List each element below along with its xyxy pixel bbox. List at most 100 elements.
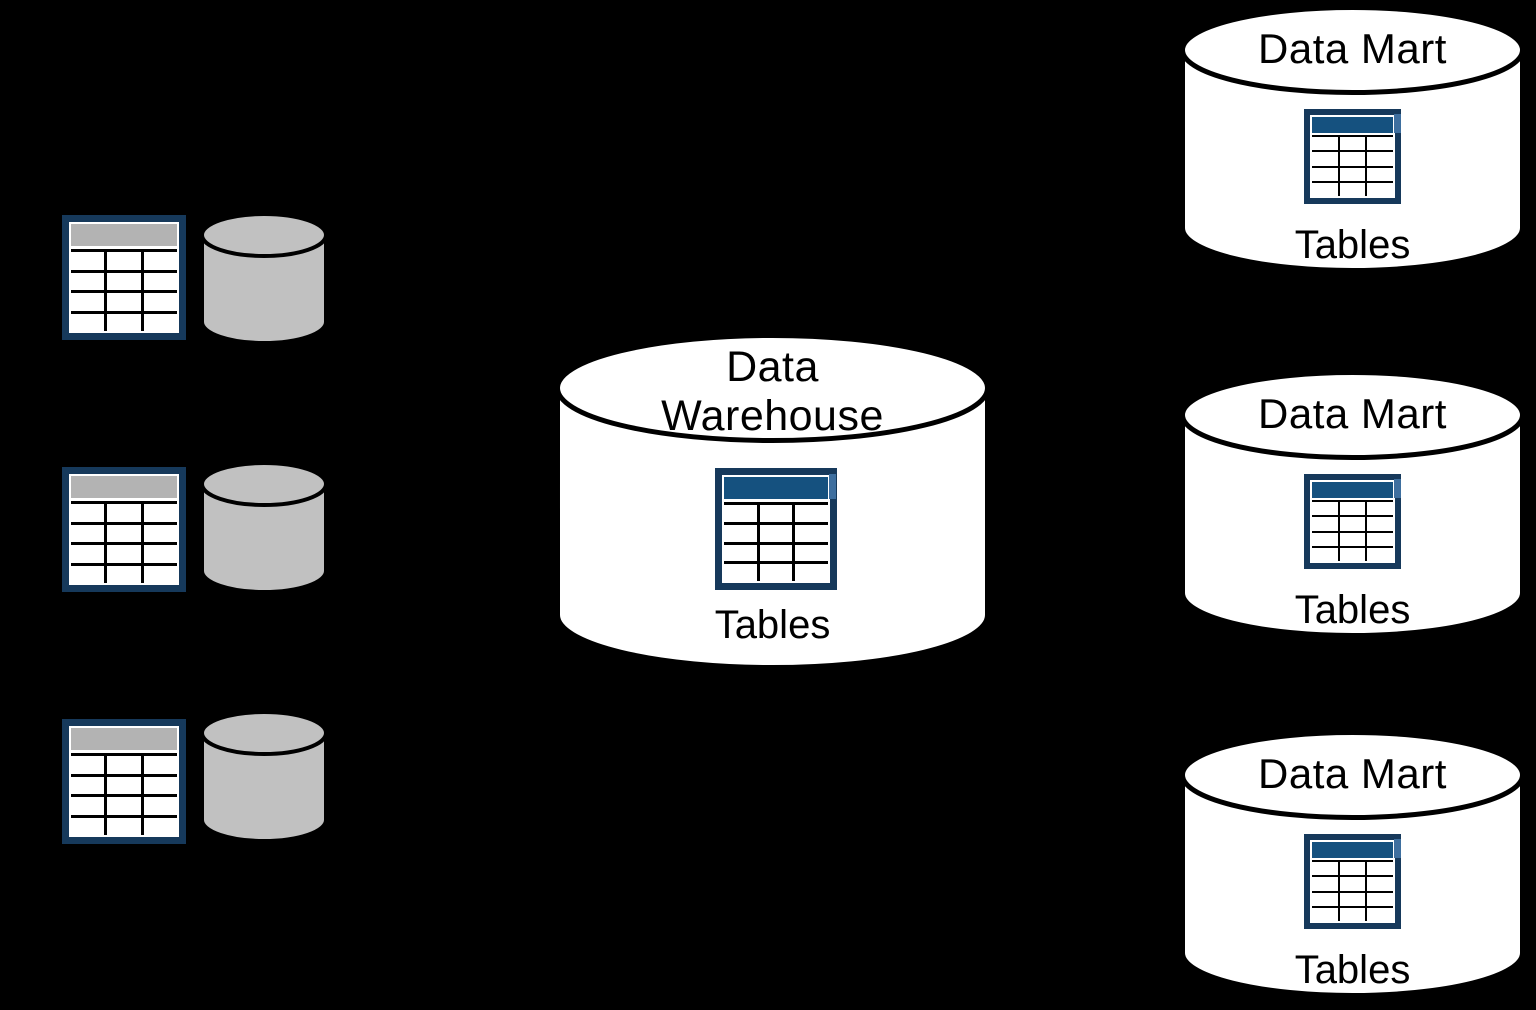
table-cell [143,817,177,835]
table-grid [71,501,177,583]
datamart-tables-label: Tables [1294,948,1411,992]
table-cell [107,817,141,835]
table-cell [759,505,793,522]
table-cell [1312,532,1338,546]
table-cell [724,524,757,542]
table-cell [1367,877,1393,891]
source-table-icon [62,215,186,340]
table-cell [107,272,141,290]
warehouse-title-line1: Data [726,343,819,391]
table-cell [1367,167,1393,181]
table-cell [1367,532,1393,546]
table-cell [1339,877,1366,891]
table-cell [143,313,177,331]
source-database-icon [200,461,328,594]
table-cell [71,504,105,522]
table-cell [1339,137,1366,151]
table-cell [1339,532,1366,546]
table-header-row [71,728,177,750]
table-cell [1367,152,1393,166]
table-cell [1339,502,1366,516]
table-header-row [71,224,177,246]
table-cell [71,252,105,270]
table-cell [1339,547,1366,561]
table-cell [1367,892,1393,906]
table-header-row [1312,114,1401,133]
table-cell [795,564,828,581]
warehouse-title: Data Warehouse [555,343,990,441]
table-cell [1339,182,1366,196]
table-cell [1367,182,1393,196]
table-cell [71,797,105,815]
table-cell [71,776,105,794]
datamart-table-icon [1304,474,1401,569]
table-cell [1339,862,1366,876]
table-cell [107,565,141,583]
table-cell [107,756,141,774]
table-cell [759,524,793,542]
table-cell [107,776,141,794]
datamart-tables-label: Tables [1294,588,1411,632]
warehouse-title-line2: Warehouse [661,392,884,440]
table-cell [1339,152,1366,166]
table-cell [1367,862,1393,876]
table-cell [107,504,141,522]
table-cell [795,505,828,522]
table-cell [1339,892,1366,906]
table-header-row [1312,479,1401,498]
warehouse-table-icon [715,468,837,590]
warehouse-tables-label: Tables [714,603,831,647]
table-cell [1367,517,1393,531]
datamart-table-icon [1304,834,1401,929]
datamart-table-icon [1304,109,1401,204]
table-cell [107,313,141,331]
table-cell [143,252,177,270]
table-cell [1339,907,1366,921]
table-cell [107,797,141,815]
table-cell [143,756,177,774]
table-cell [724,544,757,562]
table-cell [724,505,757,522]
table-grid [1312,860,1393,921]
data-mart: Data Mart Tables [1180,730,1525,998]
data-mart: Data Mart Tables [1180,5,1525,273]
table-cell [1367,137,1393,151]
source-table-icon [62,719,186,844]
table-header-row [71,476,177,498]
table-cell [724,564,757,581]
table-cell [71,293,105,311]
table-cell [107,293,141,311]
table-cell [1312,892,1338,906]
table-cell [71,565,105,583]
table-grid [71,753,177,835]
table-header-row [724,474,836,499]
table-cell [795,524,828,542]
table-grid [1312,135,1393,196]
source-database-icon [200,212,328,345]
table-cell [143,293,177,311]
table-cell [1312,547,1338,561]
table-cell [143,504,177,522]
datamart-title: Data Mart [1258,390,1447,437]
table-cell [107,545,141,563]
table-cell [143,524,177,542]
table-cell [1312,137,1338,151]
table-cell [1339,167,1366,181]
table-cell [1312,502,1338,516]
table-cell [1312,517,1338,531]
datamart-title: Data Mart [1258,750,1447,797]
table-cell [795,544,828,562]
table-cell [71,756,105,774]
table-grid [71,249,177,331]
table-cell [143,797,177,815]
table-cell [107,524,141,542]
table-cell [143,565,177,583]
table-cell [759,544,793,562]
table-cell [143,545,177,563]
table-cell [1312,152,1338,166]
table-cell [143,776,177,794]
table-cell [71,272,105,290]
table-cell [1367,907,1393,921]
data-warehouse: Data Warehouse Tables [555,333,990,670]
